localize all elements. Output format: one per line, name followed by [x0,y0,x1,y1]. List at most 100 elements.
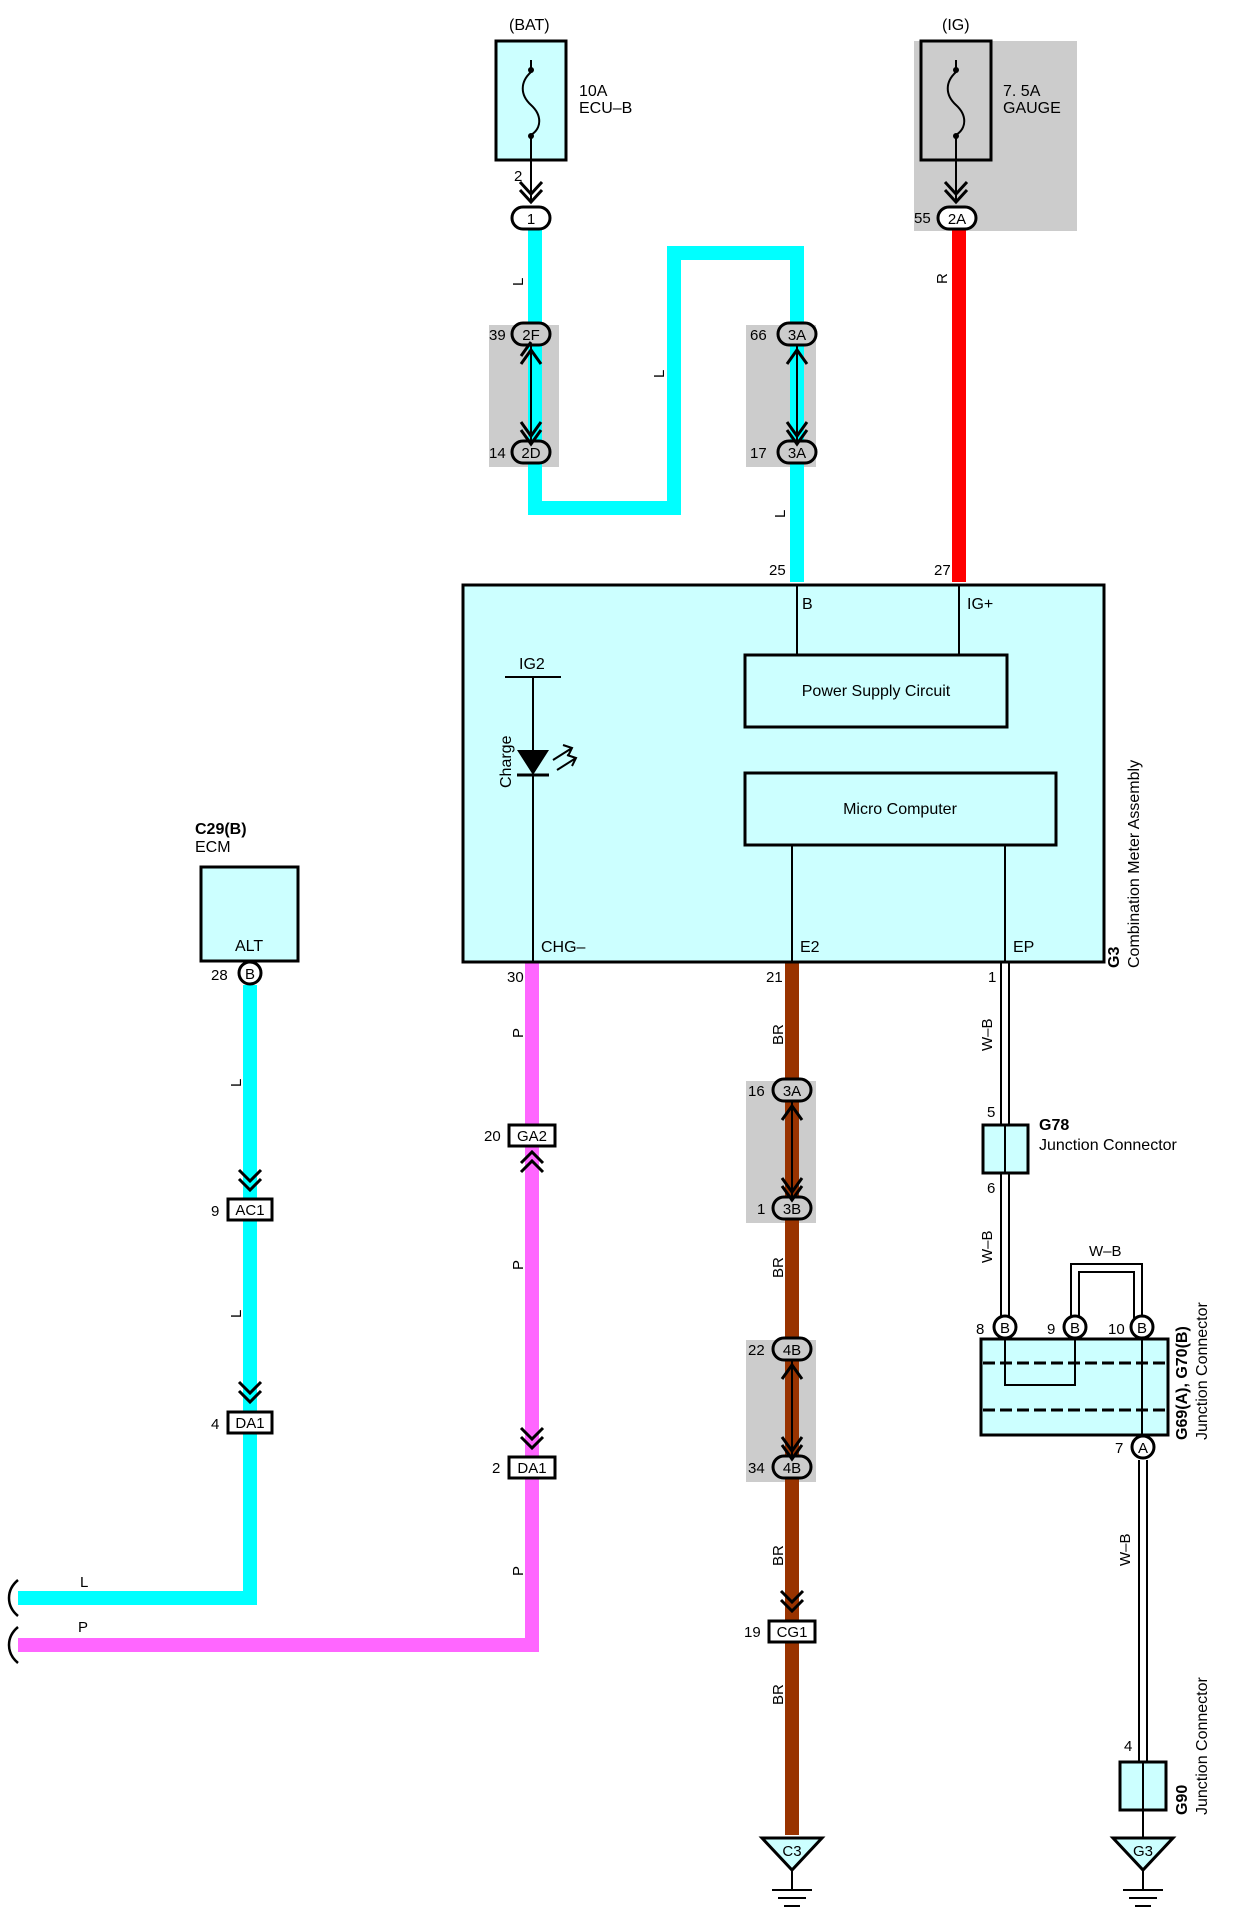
g78-pin-in: 5 [987,1104,995,1121]
alt-connector-name: AC1 [235,1202,264,1219]
g69-out-pin: 7 [1115,1440,1123,1457]
ground-c3-icon [758,1836,826,1907]
arrow-icon [518,180,544,205]
ground-g3-icon [1109,1836,1177,1907]
wire-label: P [510,1260,527,1270]
junction-label: 4B [783,1342,801,1359]
g69-pin-connector [992,1314,1018,1340]
junction-3a-lower-pin: 17 [750,445,767,462]
alt-connector-pin: 9 [211,1203,219,1220]
g69-name: Junction Connector [1194,1301,1211,1440]
wire-label: W–B [979,1018,996,1051]
junction-3a-lower-label: 3A [788,445,806,462]
wire-label: L [510,278,527,286]
power-supply-circuit [743,653,1009,729]
junction-3a-upper-label: 3A [788,327,806,344]
break-mark [7,1579,19,1664]
e2-connector-cg1 [767,1589,817,1644]
junction-2f-pin: 39 [489,327,506,344]
meter-terminal-chg: CHG– [541,939,586,956]
arrow-icon [943,180,969,205]
wire-label: P [78,1619,88,1636]
junction-3a-upper-pin: 66 [750,327,767,344]
wire-label: BR [770,1024,787,1045]
meter-pin-ep: 1 [988,969,996,986]
ground-g3-label: G3 [1133,1843,1153,1860]
ig-connector [936,205,978,231]
g69-pin-number: 10 [1108,1321,1125,1338]
g69-junction [979,1337,1170,1437]
meter-pin-e2: 21 [766,969,783,986]
junction-pin: 22 [748,1342,765,1359]
wire-label: W–B [1089,1243,1122,1260]
wire-label: P [510,1566,527,1576]
wire-label: L [228,1310,245,1318]
meter-terminal-ig2: IG2 [519,656,545,673]
chg-connector-da1 [507,1426,557,1480]
g69-pin-label: B [1000,1320,1010,1337]
ecm-name: ECM [195,839,231,856]
wire-ep-wb [1000,962,1148,1762]
chg-connector-ga2 [507,1123,557,1174]
g69-pin-connector [1129,1314,1155,1340]
ecm-code: C29(B) [195,821,247,838]
meter-terminal-b: B [802,596,813,613]
ecm-pin-connector [237,960,263,986]
ground-c3-label: C3 [782,1843,801,1860]
meter-code: G3 [1106,947,1123,968]
wire-label: L [228,1079,245,1087]
ig-connector-label: 2A [948,211,966,228]
junction-pin: 16 [748,1083,765,1100]
bat-connector [510,205,552,231]
junction-pin: 34 [748,1460,765,1477]
g69-pin-label: B [1137,1320,1147,1337]
wire-label: L [651,370,668,378]
ecm-connector: B [245,966,255,983]
g78-pin-out: 6 [987,1180,995,1197]
ecm-terminal: ALT [235,938,263,955]
e2-connector-name: CG1 [777,1624,808,1641]
junction-2d-label: 2D [521,445,540,462]
meter-terminal-ep: EP [1013,939,1034,956]
micro-computer-label: Micro Computer [843,801,957,818]
junction-label: 3A [783,1083,801,1100]
wire-alt-l [18,985,257,1605]
meter-pin-b: 25 [769,562,786,579]
g69-code: G69(A), G70(B) [1174,1326,1191,1440]
junction-2f-label: 2F [522,327,540,344]
junction-2d-pin: 14 [489,445,506,462]
g69-out-connector [1130,1434,1156,1460]
ig-source-label: (IG) [942,17,970,34]
bat-connector-pin: 1 [527,211,535,228]
wire-label: L [80,1574,88,1591]
wire-label: BR [770,1545,787,1566]
junction-label: 4B [783,1460,801,1477]
meter-terminal-e2: E2 [800,939,820,956]
meter-pin-chg: 30 [507,969,524,986]
chg-connector-pin: 2 [492,1460,500,1477]
meter-name: Combination Meter Assembly [1126,760,1143,968]
chg-connector-pin: 20 [484,1128,501,1145]
wire-label: W–B [1117,1533,1134,1566]
meter-pin-ig: 27 [934,562,951,579]
g90-name: Junction Connector [1194,1676,1211,1815]
g69-pin-number: 9 [1047,1321,1055,1338]
chg-connector-name: DA1 [517,1460,546,1477]
ig-fuse-name: GAUGE [1003,100,1061,117]
bat-fuse-rating: 10A [579,83,608,100]
wire-label: R [934,273,951,284]
meter-terminal-ig: IG+ [967,596,993,613]
ecm-pin: 28 [211,967,228,984]
wire-label: L [772,510,789,518]
g69-pin-label: B [1070,1320,1080,1337]
g90-code: G90 [1174,1785,1191,1815]
ig-fuse-rating: 7. 5A [1003,83,1041,100]
bat-fuse-name: ECU–B [579,100,632,117]
alt-connector-pin: 4 [211,1416,219,1433]
wire-label: W–B [979,1230,996,1263]
alt-connector-name: DA1 [235,1415,264,1432]
g90-pin: 4 [1124,1738,1132,1755]
g78-code: G78 [1039,1117,1069,1134]
ig-fuse-pin: 55 [914,210,931,227]
